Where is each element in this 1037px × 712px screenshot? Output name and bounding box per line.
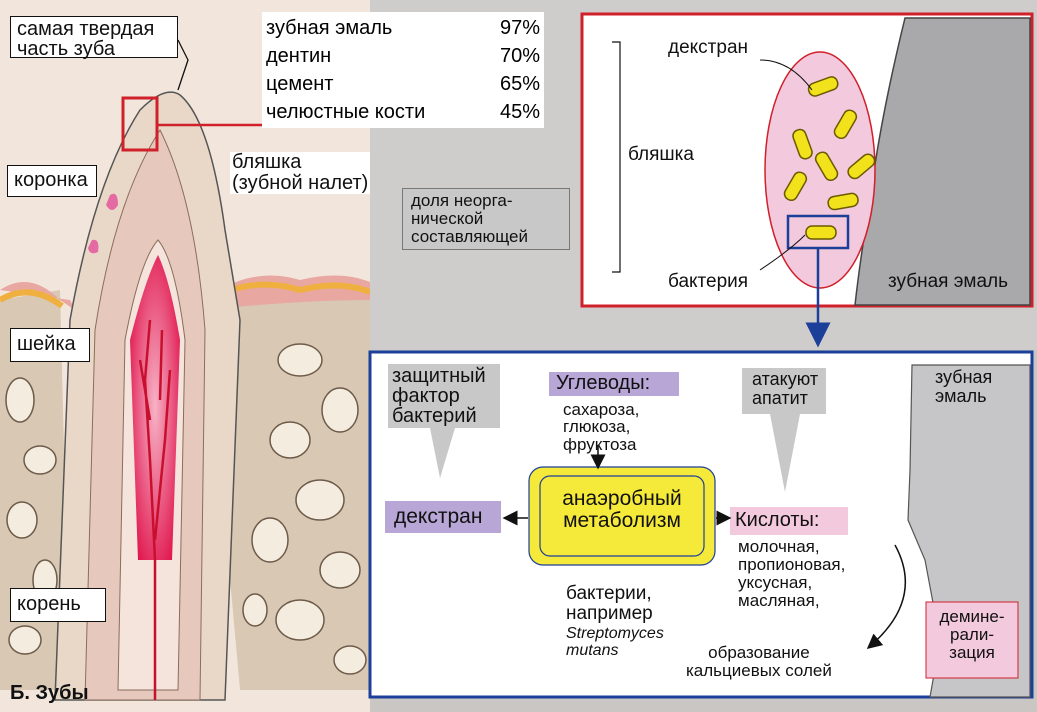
inorganic-row: челюстные кости 45% — [266, 98, 540, 126]
calcium-salts-label: образование кальциевых солей — [686, 644, 832, 680]
inorganic-row: цемент 65% — [266, 70, 540, 98]
attack-label: атакуют апатит — [752, 370, 818, 408]
bacteria-example: бактерии, например — [566, 584, 653, 624]
plaque-label: бляшка (зубной налет) — [230, 152, 370, 194]
figure-label: Б. Зубы — [10, 683, 89, 704]
row-value: 97% — [500, 14, 540, 42]
neck-label: шейка — [10, 328, 90, 362]
row-name: зубная эмаль — [266, 14, 392, 42]
row-value: 70% — [500, 42, 540, 70]
root-label: корень — [10, 588, 106, 622]
crown-label: коронка — [7, 165, 97, 197]
carbs-list: сахароза, глюкоза, фруктоза — [563, 401, 639, 453]
acids-list: молочная, пропионовая, уксусная, масляна… — [738, 538, 845, 609]
row-value: 65% — [500, 70, 540, 98]
dextran-process-label: декстран — [394, 506, 482, 527]
protective-factor-label: защитный фактор бактерий — [392, 366, 486, 426]
metabolism-label: анаэробный метаболизм — [552, 488, 692, 532]
row-name: цемент — [266, 70, 333, 98]
demineralization-label: демине- рали- зация — [936, 608, 1008, 662]
species-label: Streptomyces mutans — [566, 626, 664, 660]
row-name: дентин — [266, 42, 331, 70]
dextran-label: декстран — [668, 38, 748, 58]
plaque-panel-label: бляшка — [628, 145, 694, 165]
acids-title: Кислоты: — [735, 510, 820, 530]
inorganic-row: дентин 70% — [266, 42, 540, 70]
inorganic-share-table: зубная эмаль 97% дентин 70% цемент 65% челю… — [262, 12, 544, 128]
row-value: 45% — [500, 98, 540, 126]
enamel-label-plaque: зубная эмаль — [888, 272, 1008, 292]
bacterium-label: бактерия — [668, 272, 748, 292]
carbs-title: Углеводы: — [556, 373, 650, 393]
inorganic-row: зубная эмаль 97% — [266, 14, 540, 42]
enamel-label-process: зубная эмаль — [935, 368, 992, 406]
row-name: челюстные кости — [266, 98, 425, 126]
inorganic-caption: доля неорга- нической составляющей — [402, 188, 570, 250]
hardest-part-label: самая твердая часть зуба — [10, 16, 178, 58]
